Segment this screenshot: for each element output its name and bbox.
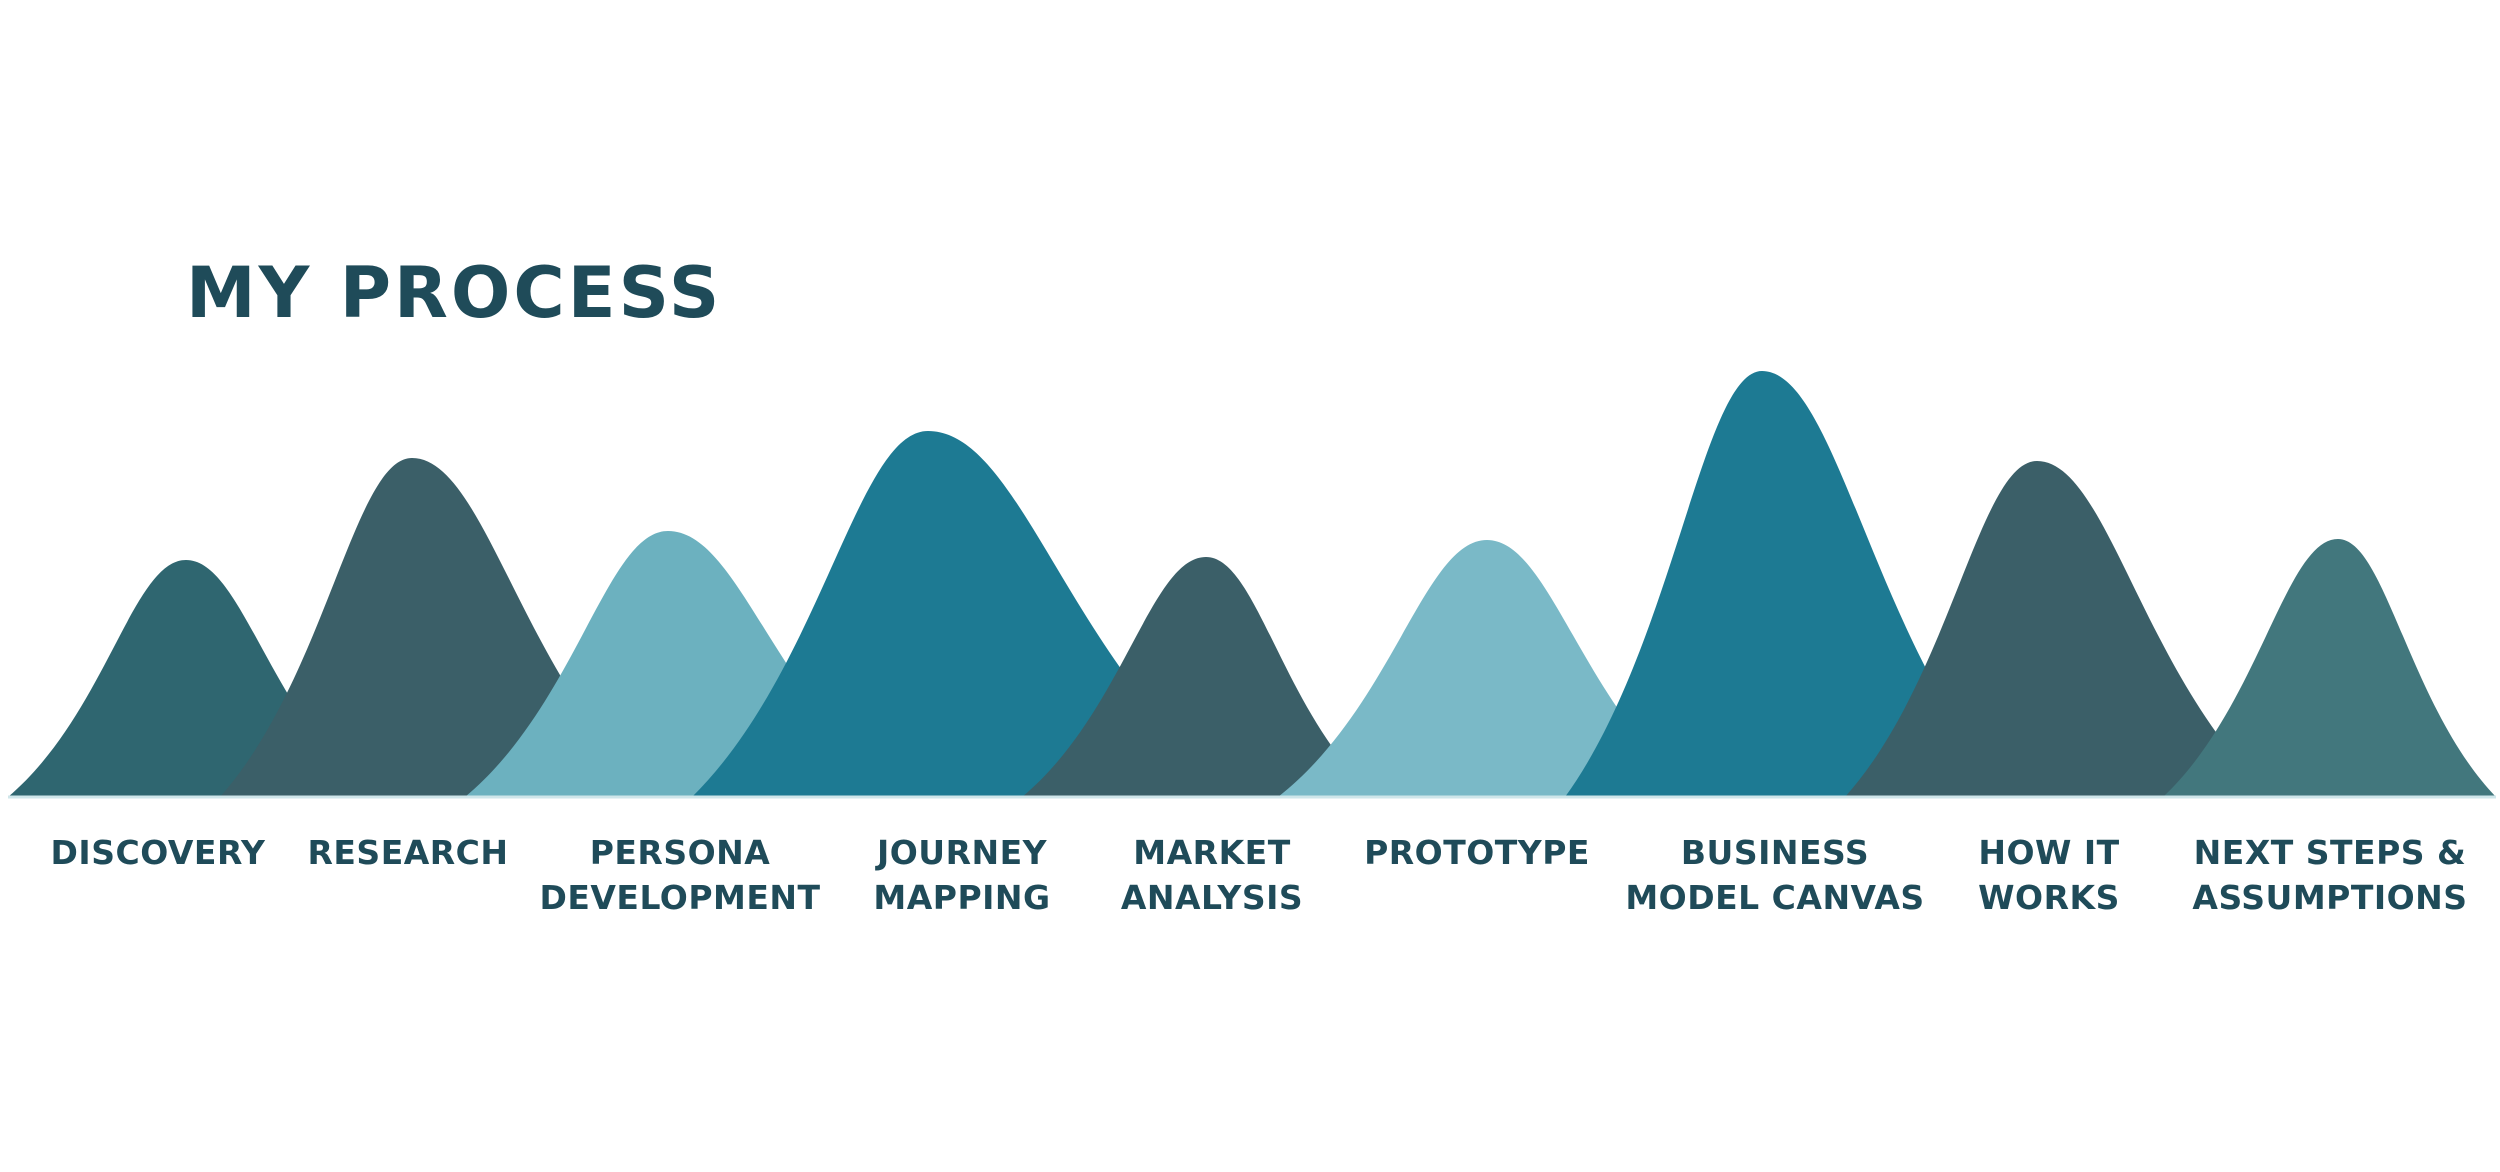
- step-label-2: RESEARCH: [307, 833, 509, 872]
- mountain-9: [2163, 539, 2496, 797]
- page-title: MY PROCESS: [186, 252, 723, 334]
- mountain-8: [1845, 461, 2273, 797]
- step-label-1: DISCOVERY: [50, 833, 266, 872]
- step-label-5: MARKET ANALYSIS: [1120, 833, 1304, 917]
- mountain-5: [1022, 557, 1376, 797]
- step-label-9: NEXT STEPS & ASSUMPTIONS: [2192, 833, 2468, 917]
- step-label-8: HOW IT WORKS: [1978, 833, 2120, 917]
- step-label-4: JOURNEY MAPPING: [873, 833, 1051, 917]
- step-label-7: BUSINESS MODEL CANVAS: [1625, 833, 1925, 917]
- step-label-6: PROTOTYPE: [1364, 833, 1590, 872]
- mountain-7: [1565, 371, 2012, 797]
- step-label-3: PERSONA DEVELOPMENT: [539, 833, 821, 917]
- mountain-6: [1278, 540, 1698, 797]
